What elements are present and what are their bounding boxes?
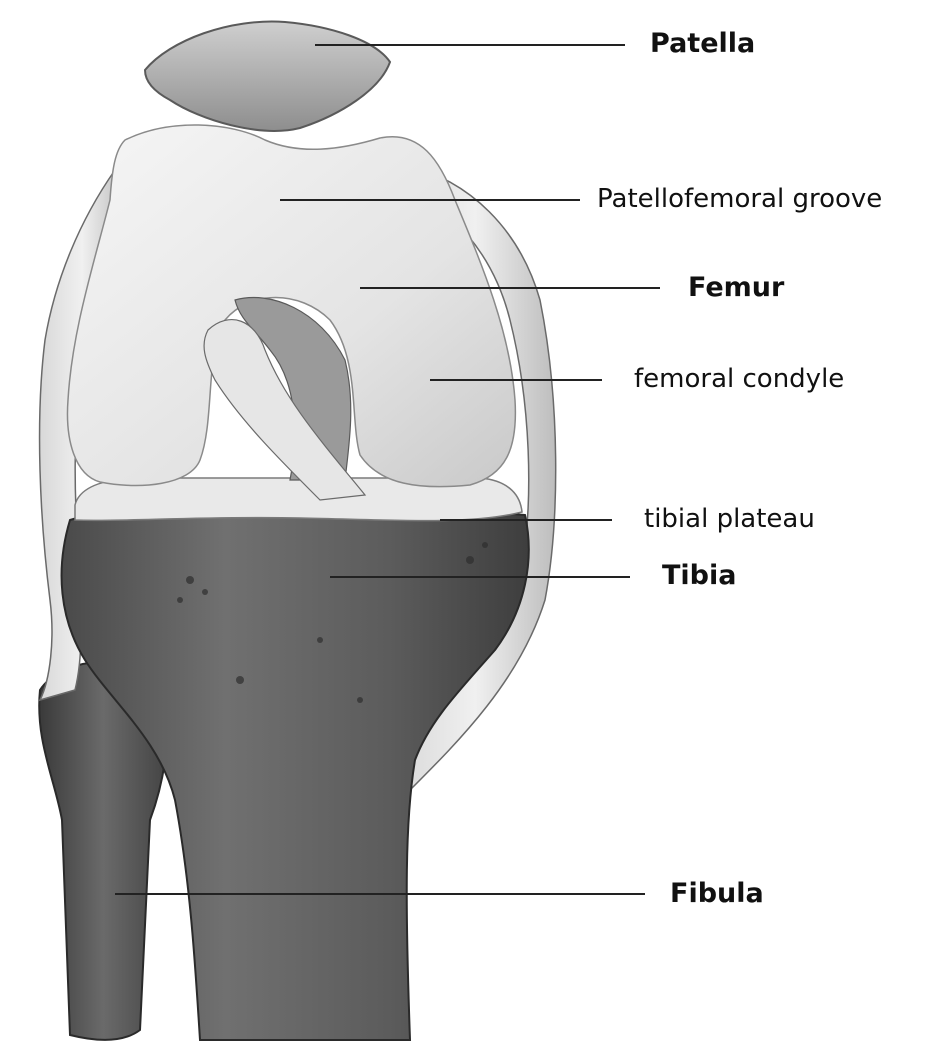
label-tibial-plateau: tibial plateau [644,506,815,532]
label-patellofemoral-groove: Patellofemoral groove [597,186,882,212]
label-fibula: Fibula [670,880,764,907]
label-patella: Patella [650,30,755,57]
label-femoral-condyle: femoral condyle [634,366,844,392]
patella-bone [145,22,390,131]
label-femur: Femur [688,274,784,301]
label-tibia: Tibia [662,562,736,589]
